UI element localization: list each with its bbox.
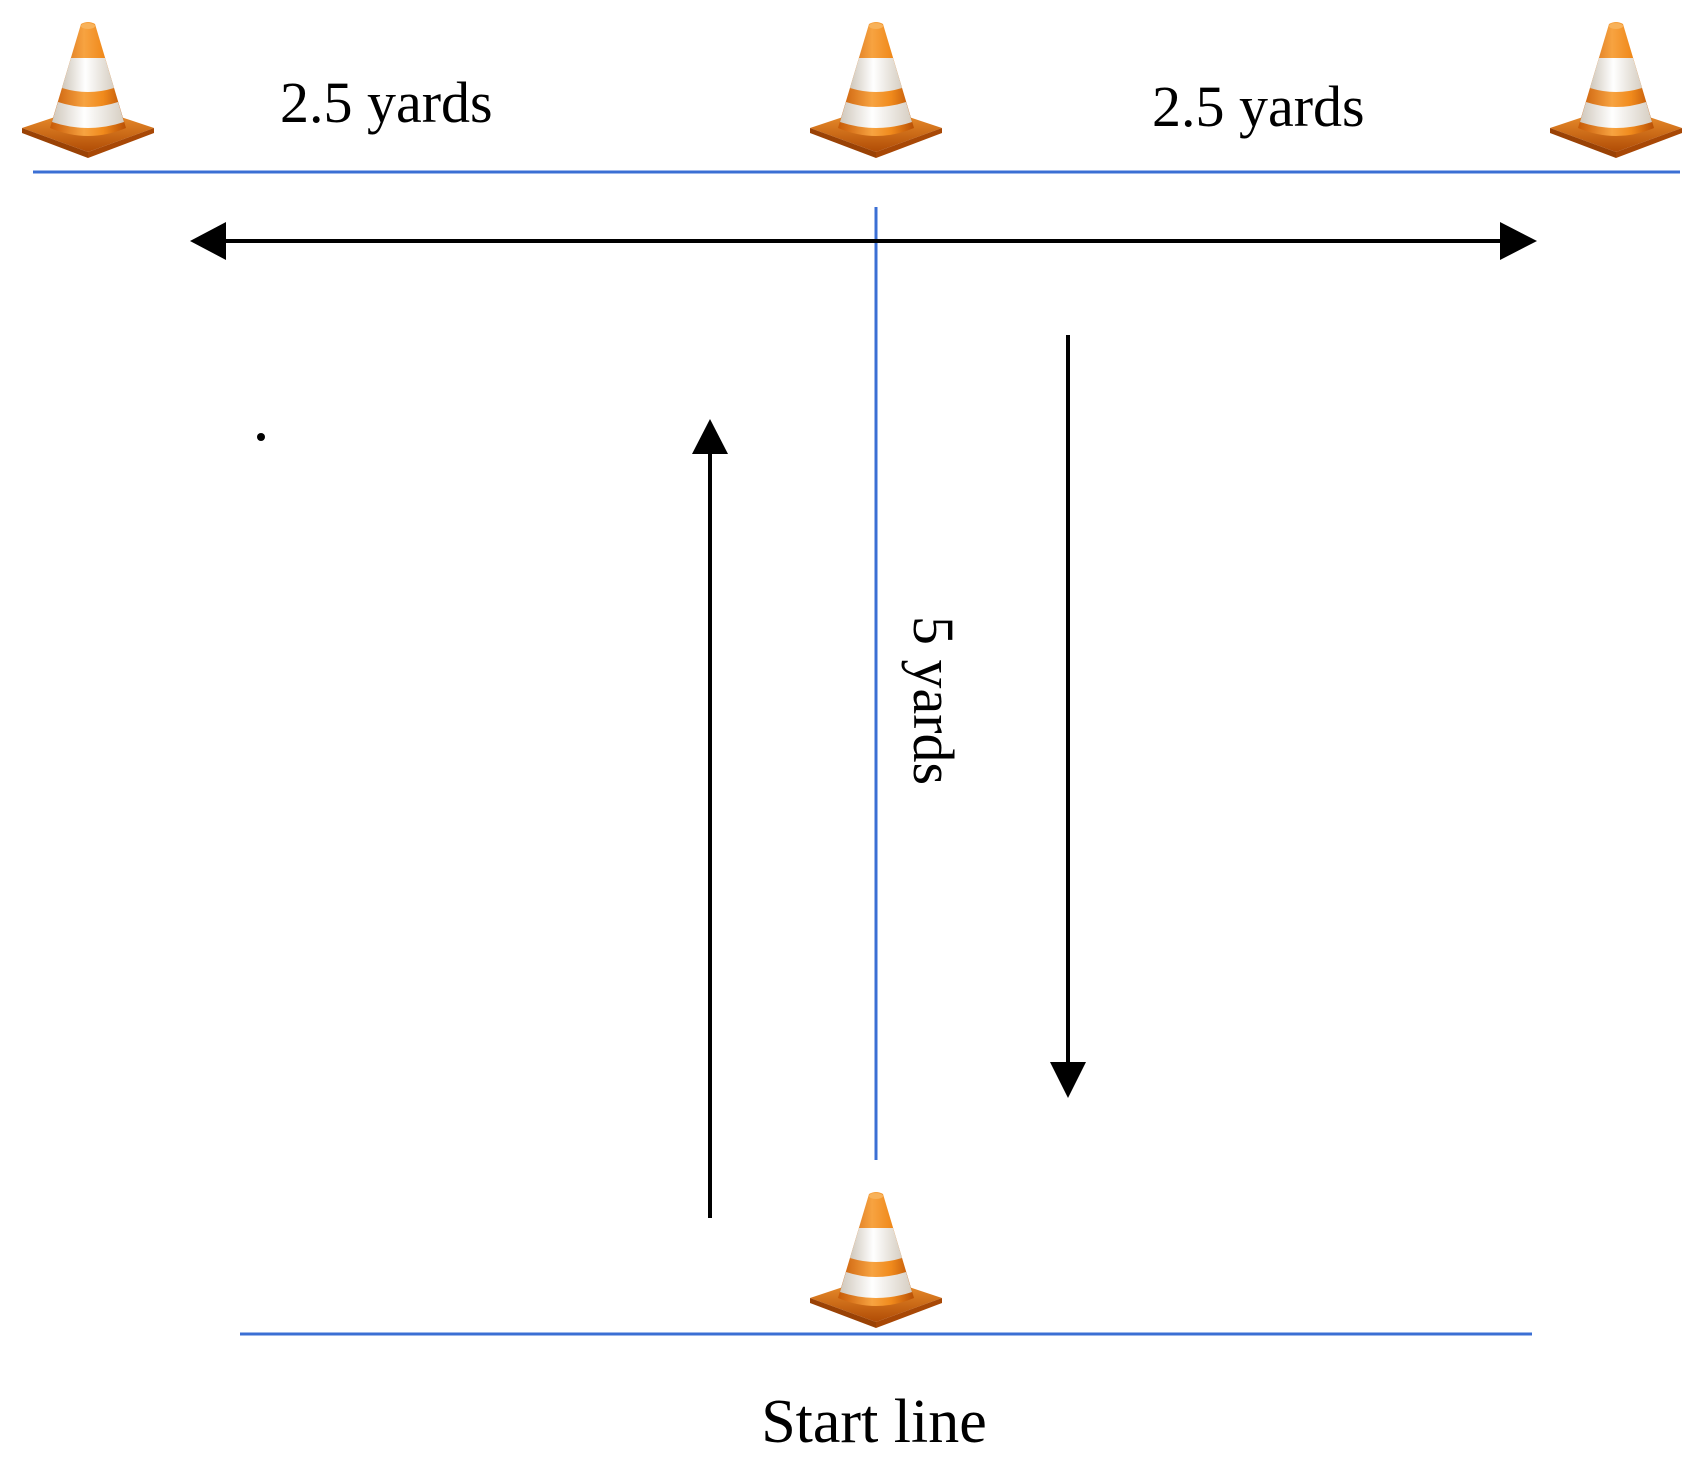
- left-distance-label: 2.5 yards: [280, 70, 493, 135]
- right-distance-label: 2.5 yards: [1152, 74, 1365, 139]
- traffic-cone-icon: [810, 22, 942, 158]
- traffic-cone-icon: [22, 22, 154, 158]
- stray-dot: [257, 433, 265, 441]
- down-arrow: [1050, 335, 1086, 1098]
- traffic-cone-icon: [810, 1192, 942, 1328]
- vertical-distance-label: 5 yards: [901, 616, 966, 785]
- horizontal-arrow: [190, 222, 1537, 260]
- start-line-label: Start line: [761, 1388, 987, 1456]
- up-arrow: [692, 419, 728, 1218]
- traffic-cone-icon: [1550, 22, 1682, 158]
